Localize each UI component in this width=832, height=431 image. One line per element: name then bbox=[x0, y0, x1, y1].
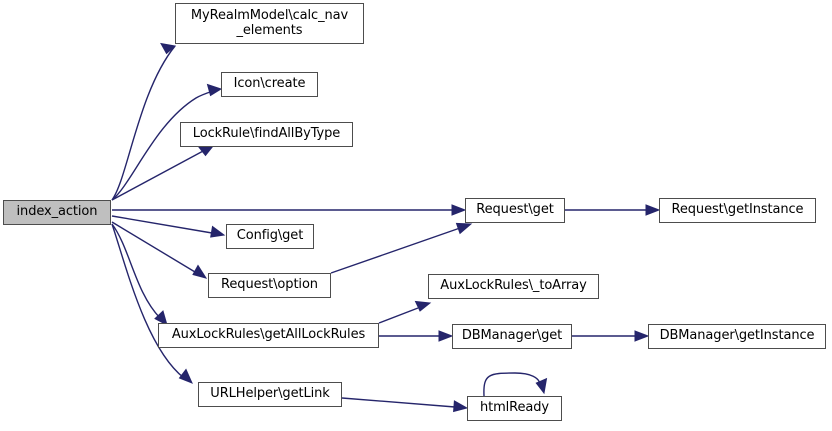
graph-node-request_get[interactable]: Request\get bbox=[465, 198, 565, 223]
graph-node-request_getinstance[interactable]: Request\getInstance bbox=[659, 198, 816, 223]
arrowhead-icon bbox=[634, 330, 650, 342]
arrowhead-icon bbox=[438, 330, 454, 342]
graph-node-calc_nav_elements[interactable]: MyRealmModel\calc_nav _elements bbox=[175, 3, 364, 44]
graph-node-config_get[interactable]: Config\get bbox=[226, 224, 314, 249]
graph-edge-request_option-to-request_get bbox=[330, 222, 473, 274]
graph-edge-request_get-to-request_getinstance bbox=[565, 204, 661, 216]
graph-node-lockrule_findallbytype[interactable]: LockRule\findAllByType bbox=[180, 122, 353, 147]
graph-node-dbmanager_getinstance[interactable]: DBManager\getInstance bbox=[648, 324, 826, 349]
graph-edge-auxlockrules_getalllockrules-to-auxlockrules_toarray bbox=[378, 300, 432, 324]
graph-edge-auxlockrules_getalllockrules-to-dbmanager_get bbox=[379, 330, 454, 342]
graph-edge-urlhelper_getlink-to-htmlready bbox=[341, 397, 469, 413]
graph-node-auxlockrules_getalllockrules[interactable]: AuxLockRules\getAllLockRules bbox=[158, 323, 379, 348]
graph-node-dbmanager_get[interactable]: DBManager\get bbox=[452, 324, 572, 349]
graph-node-request_option[interactable]: Request\option bbox=[208, 273, 331, 298]
graph-edge-index_action-to-urlhelper_getlink bbox=[111, 223, 193, 384]
arrowhead-icon bbox=[535, 377, 548, 395]
graph-edge-dbmanager_get-to-dbmanager_getinstance bbox=[572, 330, 650, 342]
arrowhead-icon bbox=[451, 204, 467, 216]
arrowhead-icon bbox=[160, 42, 177, 55]
arrowhead-icon bbox=[645, 204, 661, 216]
graph-node-auxlockrules_toarray[interactable]: AuxLockRules\_toArray bbox=[428, 274, 599, 299]
graph-edge-index_action-to-request_get bbox=[112, 204, 467, 216]
arrowhead-icon bbox=[197, 145, 215, 157]
graph-edge-index_action-to-config_get bbox=[111, 215, 226, 238]
graph-edge-index_action-to-calc_nav_elements bbox=[111, 42, 177, 201]
graph-edge-htmlready-to-htmlready bbox=[483, 372, 548, 397]
arrowhead-icon bbox=[206, 83, 223, 97]
arrowhead-icon bbox=[414, 300, 432, 312]
graph-edge-index_action-to-auxlockrules_getalllockrules bbox=[111, 223, 168, 326]
arrowhead-icon bbox=[210, 225, 226, 238]
arrowhead-icon bbox=[192, 264, 208, 279]
graph-edge-index_action-to-request_option bbox=[111, 221, 208, 279]
graph-node-icon_create[interactable]: Icon\create bbox=[221, 72, 318, 97]
graph-node-index_action[interactable]: index_action bbox=[3, 200, 111, 225]
arrowhead-icon bbox=[178, 368, 193, 384]
graph-node-htmlready[interactable]: htmlReady bbox=[467, 396, 562, 421]
graph-node-urlhelper_getlink[interactable]: URLHelper\getLink bbox=[198, 382, 342, 407]
arrowhead-icon bbox=[453, 400, 469, 413]
arrowhead-icon bbox=[455, 222, 473, 235]
graph-edge-index_action-to-lockrule_findallbytype bbox=[111, 145, 215, 201]
